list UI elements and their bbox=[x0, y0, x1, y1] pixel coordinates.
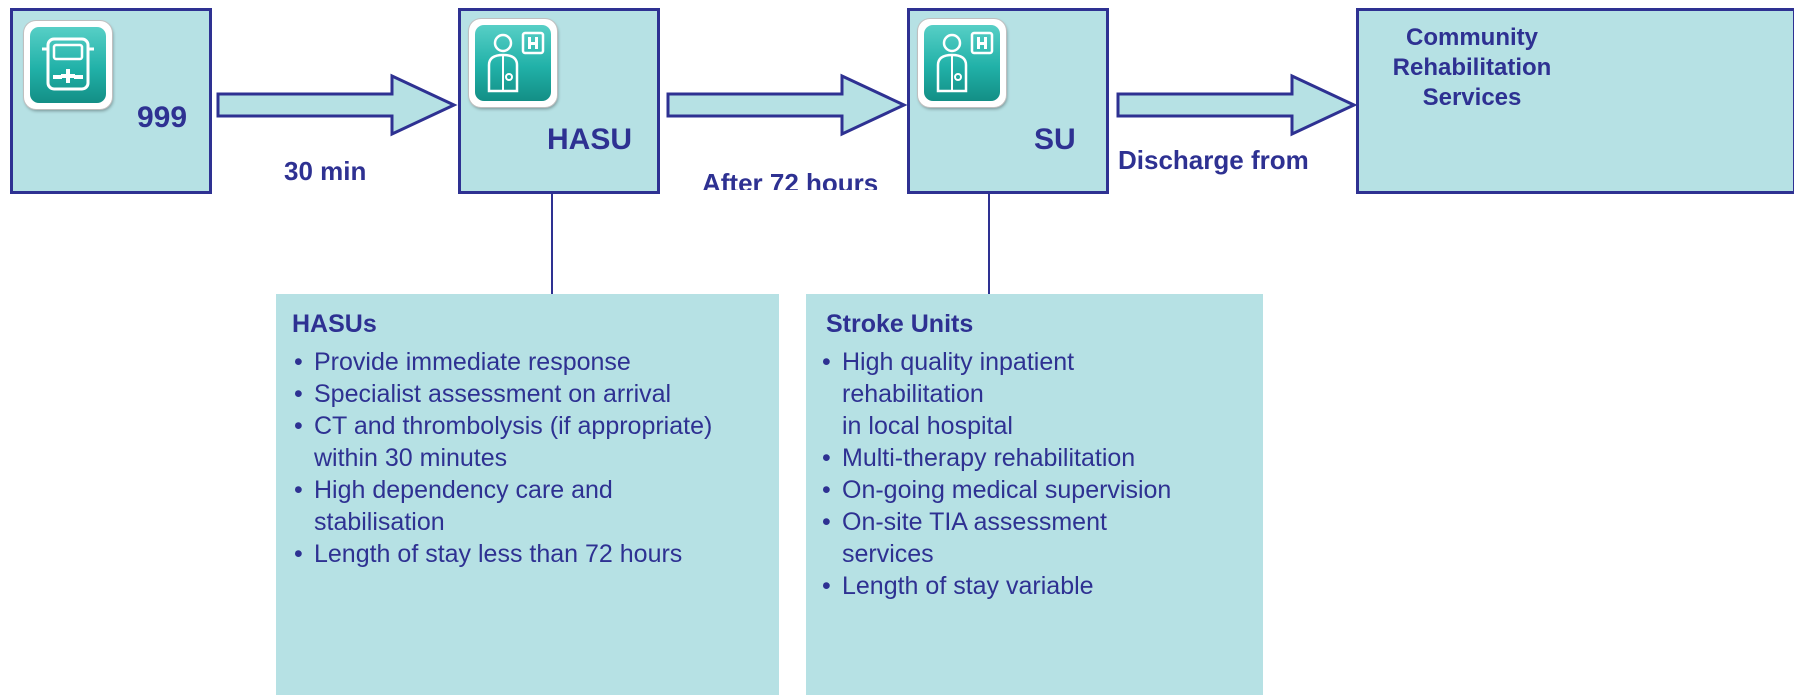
ambulance-icon bbox=[24, 21, 112, 109]
stage-su-label: SU bbox=[1034, 123, 1076, 156]
list-item: Provide immediate response bbox=[288, 346, 778, 378]
hasus-bullet-list: Provide immediate response Specialist as… bbox=[288, 346, 778, 570]
list-item: Length of stay variable bbox=[816, 570, 1261, 602]
stroke-units-panel-title: Stroke Units bbox=[826, 310, 974, 338]
stage-999-label: 999 bbox=[137, 101, 188, 134]
arrow-999-to-hasu bbox=[216, 73, 458, 137]
stage-community-label: Community Rehabilitation Services bbox=[1392, 24, 1552, 111]
arrow-su-to-community bbox=[1116, 73, 1358, 137]
transition-1-clip: 30 min bbox=[280, 152, 400, 182]
list-item: Length of stay less than 72 hours bbox=[288, 538, 778, 570]
doctor-hospital-icon bbox=[469, 19, 557, 107]
doctor-hospital-icon bbox=[918, 19, 1006, 107]
hasus-info-panel: HASUs Provide immediate response Special… bbox=[276, 294, 779, 695]
transition-label-30-min: 30 min bbox=[284, 156, 367, 182]
stage-hasu-box: HASU bbox=[458, 8, 660, 194]
transition-label-after-72-hours: After 72 hours bbox=[702, 168, 879, 190]
stage-hasu-label: HASU bbox=[547, 123, 633, 156]
list-item: Multi-therapy rehabilitation bbox=[816, 442, 1261, 474]
list-item: High dependency care and stabilisation bbox=[288, 474, 778, 538]
hasus-panel-title: HASUs bbox=[292, 310, 377, 338]
connector-su bbox=[988, 194, 990, 294]
list-item: CT and thrombolysis (if appropriate) wit… bbox=[288, 410, 778, 474]
list-item: On-going medical supervision bbox=[816, 474, 1261, 506]
arrow-hasu-to-su bbox=[666, 73, 908, 137]
list-item: High quality inpatient rehabilitation in… bbox=[816, 346, 1261, 442]
transition-label-discharge-from: Discharge from bbox=[1118, 145, 1309, 175]
stroke-units-info-panel: Stroke Units High quality inpatient reha… bbox=[806, 294, 1263, 695]
stage-999-box: 999 bbox=[10, 8, 212, 194]
list-item: On-site TIA assessment services bbox=[816, 506, 1261, 570]
stage-community-box: Community Rehabilitation Services bbox=[1356, 8, 1794, 194]
stage-su-box: SU bbox=[907, 8, 1109, 194]
transition-2-clip: After 72 hours bbox=[698, 164, 908, 190]
connector-hasu bbox=[551, 194, 553, 294]
list-item: Specialist assessment on arrival bbox=[288, 378, 778, 410]
stroke-units-bullet-list: High quality inpatient rehabilitation in… bbox=[816, 346, 1261, 602]
